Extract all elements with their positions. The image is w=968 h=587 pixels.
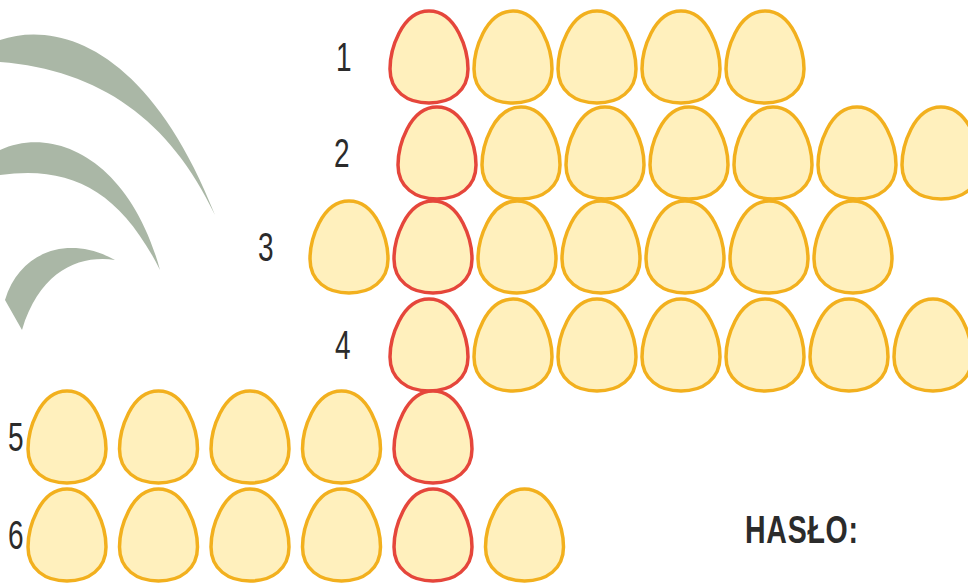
egg-cells [28,11,968,581]
row-number: 2 [334,133,350,173]
egg-cell [486,489,564,581]
egg-cell [646,201,724,293]
egg-cell [28,489,106,581]
egg-cell [566,107,644,199]
password-egg-cell [398,107,476,199]
egg-cell [474,11,552,103]
row-number: 6 [8,515,24,555]
password-egg-cell [394,201,472,293]
egg-cell [818,107,896,199]
egg-cell [734,107,812,199]
egg-cell [814,201,892,293]
password-egg-cell [390,11,468,103]
egg-cell [730,201,808,293]
egg-cell [310,201,388,293]
egg-cell [810,299,888,391]
row-number: 4 [335,325,351,365]
egg-cell [482,107,560,199]
egg-cell [28,391,106,483]
grass-decoration [0,35,215,330]
egg-cell [558,11,636,103]
egg-cell [726,299,804,391]
egg-cell [558,299,636,391]
password-egg-cell [394,489,472,581]
egg-cell [562,201,640,293]
egg-cell [478,201,556,293]
row-number: 1 [336,37,352,77]
egg-cell [474,299,552,391]
row-number: 5 [8,417,24,457]
row-number: 3 [258,227,274,267]
egg-cell [642,11,720,103]
egg-cell [120,391,198,483]
password-label: HASŁO: [745,511,859,549]
egg-cell [894,299,968,391]
egg-cell [303,391,381,483]
egg-cell [650,107,728,199]
egg-cell [211,391,289,483]
egg-cell [726,11,804,103]
egg-cell [642,299,720,391]
egg-cell [211,489,289,581]
egg-cell [303,489,381,581]
egg-cell [120,489,198,581]
password-egg-cell [394,391,472,483]
egg-cell [902,107,968,199]
password-egg-cell [390,299,468,391]
